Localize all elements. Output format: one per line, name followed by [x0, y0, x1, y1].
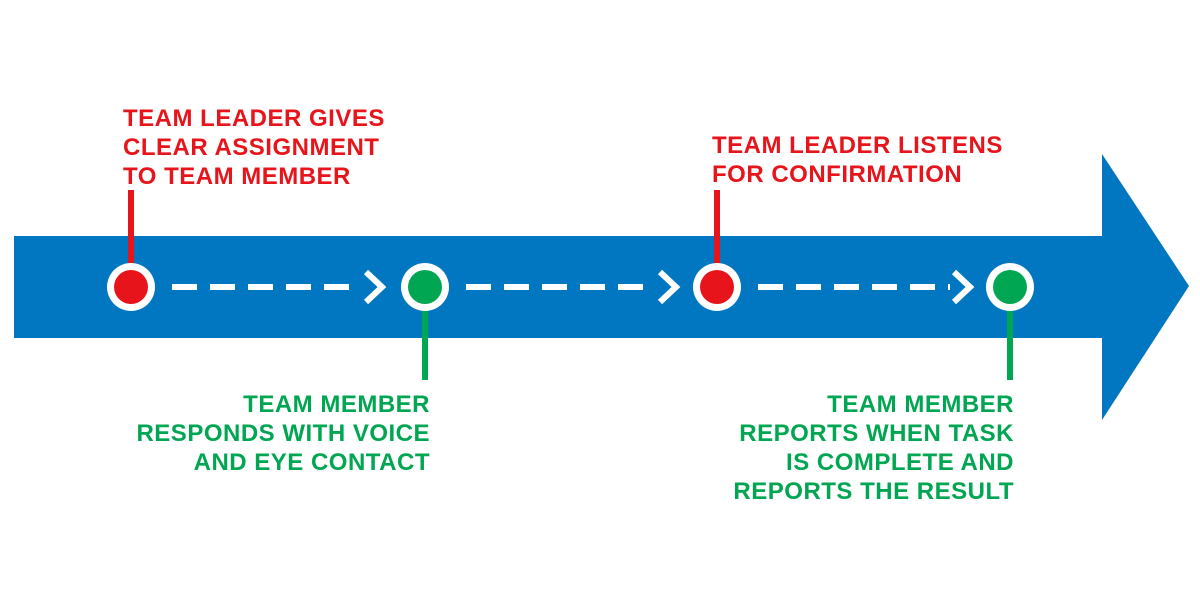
- dash-segment-3-5: [910, 284, 935, 290]
- dash-segment-3-1: [758, 284, 783, 290]
- dash-arrowhead-1: [363, 269, 387, 305]
- step-1-node: [107, 263, 155, 311]
- dashed-arrows: [172, 269, 975, 305]
- step-1-node-dot: [114, 270, 148, 304]
- dash-segment-1-2: [210, 284, 235, 290]
- step-3-label: TEAM LEADER LISTENS FOR CONFIRMATION: [712, 132, 1003, 188]
- step-4-node-dot: [993, 270, 1027, 304]
- dash-segment-1-1: [172, 284, 197, 290]
- dash-arrowhead-3: [951, 269, 975, 305]
- dash-segment-1-5: [324, 284, 349, 290]
- dash-segment-2-2: [504, 284, 529, 290]
- dash-segment-3-2: [796, 284, 821, 290]
- step-2-node: [401, 263, 449, 311]
- dash-segment-2-3: [542, 284, 567, 290]
- dash-segment-2-5: [618, 284, 643, 290]
- dash-segment-3-3: [834, 284, 859, 290]
- step-4-label: TEAM MEMBER REPORTS WHEN TASK IS COMPLET…: [733, 391, 1014, 505]
- dash-segment-3-6: [948, 284, 950, 290]
- dash-segment-2-4: [580, 284, 605, 290]
- step-3-node-dot: [700, 270, 734, 304]
- step-4-node: [986, 263, 1034, 311]
- dash-segment-3-4: [872, 284, 897, 290]
- step-2-node-dot: [408, 270, 442, 304]
- step-3-node: [693, 263, 741, 311]
- dash-segment-1-3: [248, 284, 273, 290]
- dash-arrowhead-2: [657, 269, 681, 305]
- step-1-label: TEAM LEADER GIVES CLEAR ASSIGNMENT TO TE…: [123, 105, 385, 190]
- dash-segment-1-4: [286, 284, 311, 290]
- step-2-label: TEAM MEMBER RESPONDS WITH VOICE AND EYE …: [136, 391, 430, 476]
- dash-segment-2-1: [466, 284, 491, 290]
